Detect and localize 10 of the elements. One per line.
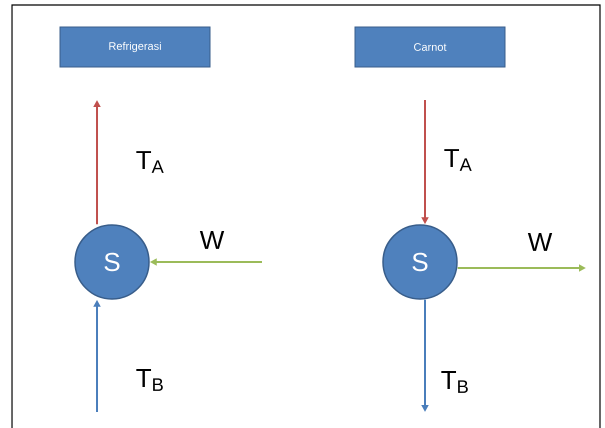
edge-label: W [528, 233, 552, 251]
title-box: Refrigerasi [60, 26, 210, 68]
circle-node: S [74, 224, 150, 300]
edge-label: T$_{B}$ [441, 371, 468, 393]
edge-label: T$_{A}$ [136, 151, 164, 173]
edge-label: W [200, 231, 224, 249]
edge-label: T$_{B}$ [136, 369, 163, 391]
circle-node: S [382, 224, 458, 300]
title-box: Carnot [354, 26, 506, 68]
edge-label: T$_{A}$ [444, 149, 472, 171]
